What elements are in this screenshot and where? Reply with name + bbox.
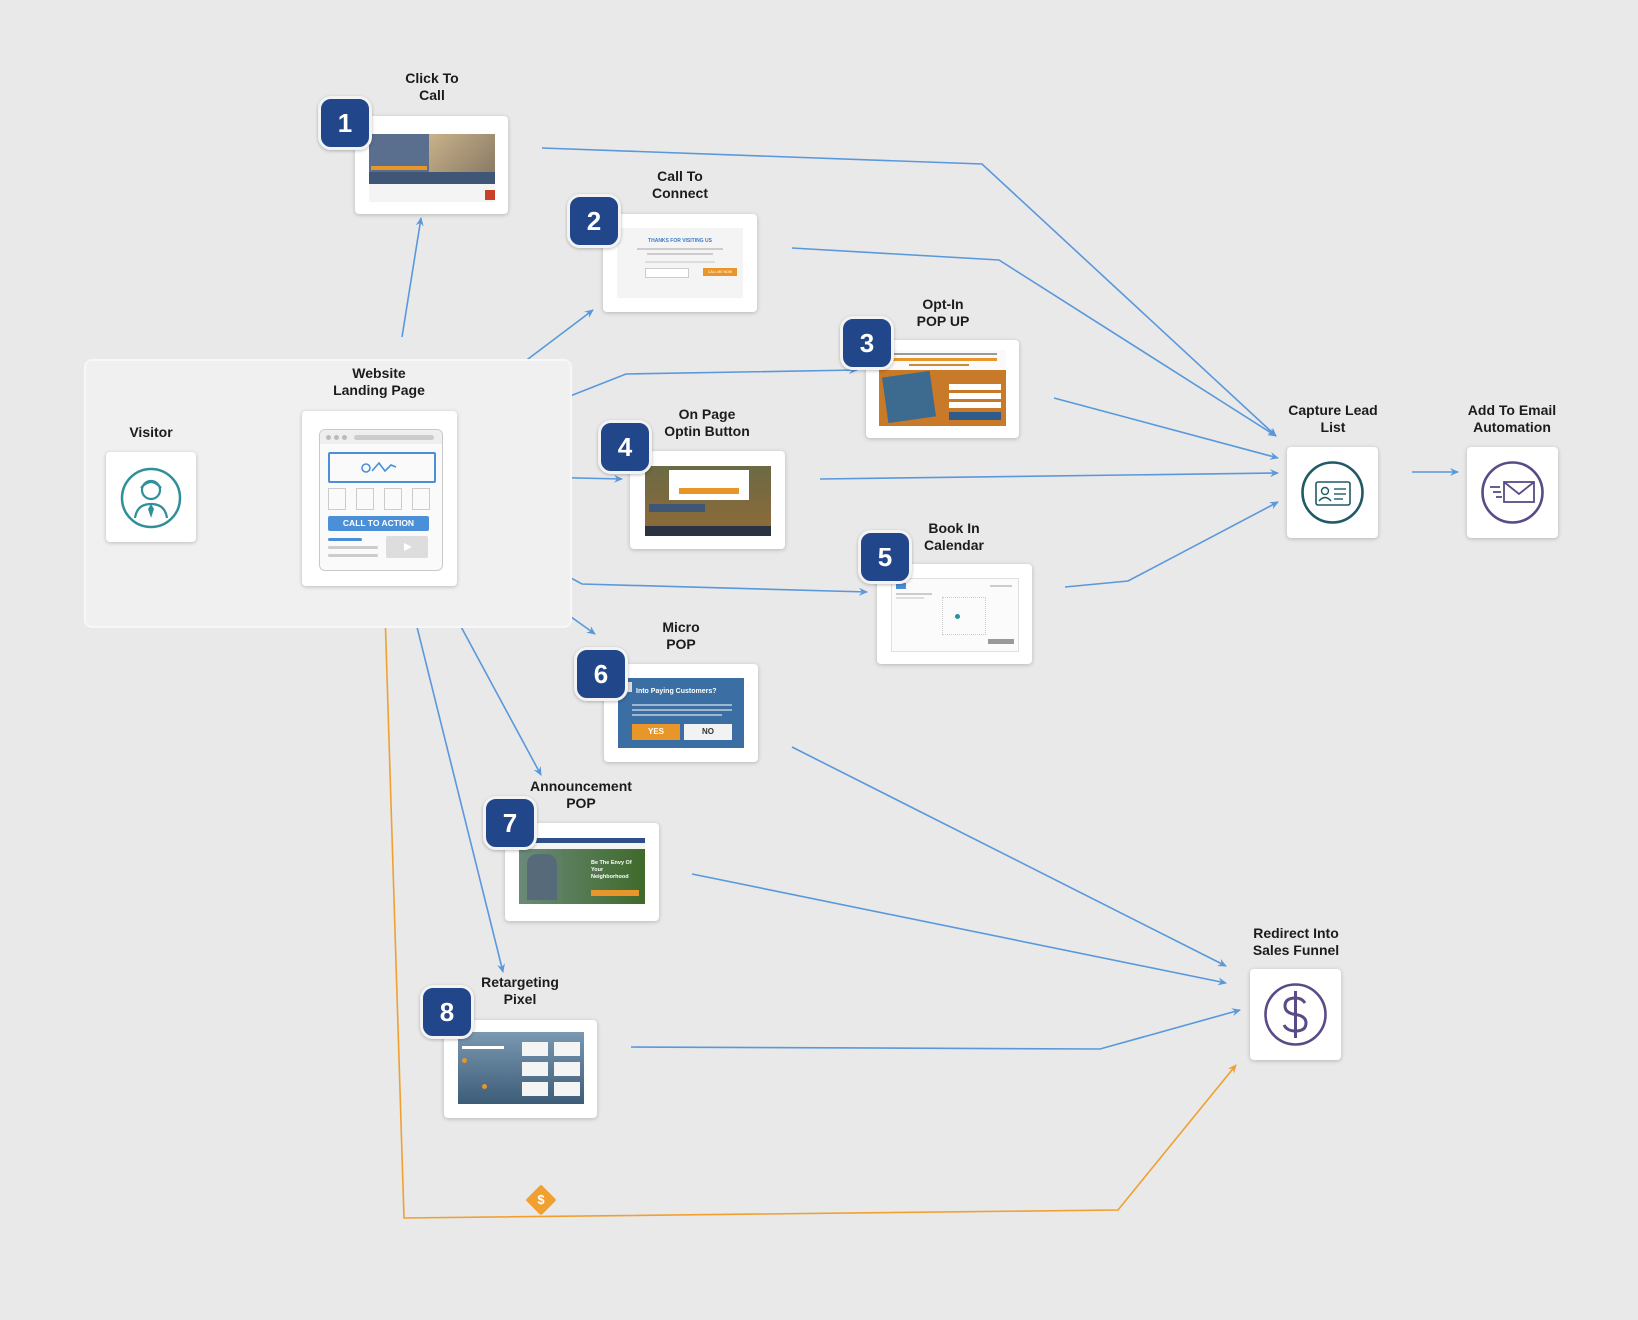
- capture-lead-label: Capture Lead List: [1288, 402, 1378, 435]
- edge-step3-to-capture: [1053, 397, 1279, 460]
- step-6-label: Micro POP: [662, 619, 700, 652]
- step-7-label: Announcement POP: [530, 778, 632, 811]
- edge-step5-to-capture: [1064, 501, 1279, 588]
- edge-landing-to-step8: [412, 610, 505, 973]
- announcement-heading: Be The Envy Of Your Neighborhood: [591, 860, 632, 880]
- landing-page-node[interactable]: CALL TO ACTION: [302, 411, 457, 586]
- step-1-click-to-call-card[interactable]: [355, 116, 508, 214]
- edge-step6-to-funnel: [791, 746, 1227, 967]
- visitor-node[interactable]: [106, 452, 196, 542]
- sales-funnel-node[interactable]: [1250, 969, 1341, 1060]
- call-to-action-button: CALL TO ACTION: [328, 516, 429, 531]
- step-4-label: On Page Optin Button: [664, 406, 750, 439]
- announcement-thumbnail: Be The Envy Of Your Neighborhood: [519, 838, 645, 904]
- step-8-label: Retargeting Pixel: [481, 974, 559, 1007]
- step-1-label: Click To Call: [405, 70, 459, 103]
- step-7-badge: 7: [483, 796, 537, 850]
- step-6-badge: 6: [574, 647, 628, 701]
- step-3-optin-popup-card[interactable]: [866, 340, 1019, 438]
- click-to-call-thumbnail: [369, 134, 495, 202]
- step-4-badge: 4: [598, 420, 652, 474]
- micro-pop-yes: YES: [632, 724, 680, 740]
- landing-page-icon: CALL TO ACTION: [319, 429, 443, 571]
- landing-page-label: Website Landing Page: [333, 365, 425, 398]
- step-2-badge: 2: [567, 194, 621, 248]
- capture-lead-node[interactable]: [1287, 447, 1378, 538]
- edge-step8-to-funnel: [630, 1008, 1241, 1050]
- retargeting-thumbnail: [458, 1032, 584, 1104]
- call-to-connect-button: CALL ME NOW: [703, 268, 737, 276]
- sales-funnel-label: Redirect Into Sales Funnel: [1252, 925, 1340, 958]
- pixel-dollar-label: $: [537, 1192, 545, 1207]
- call-to-connect-thumbnail: THANKS FOR VISITING US CALL ME NOW: [617, 228, 743, 298]
- step-1-badge: 1: [318, 96, 372, 150]
- email-automation-node[interactable]: [1467, 447, 1558, 538]
- calendar-thumbnail: [891, 578, 1019, 652]
- micro-pop-thumbnail: Into Paying Customers? YES NO: [618, 678, 744, 748]
- step-3-label: Opt-In POP UP: [916, 296, 970, 329]
- step-8-badge: 8: [420, 985, 474, 1039]
- step-4-onpage-optin-card[interactable]: [630, 451, 785, 549]
- onpage-optin-thumbnail: [645, 466, 771, 536]
- step-5-book-calendar-card[interactable]: [877, 564, 1032, 664]
- micro-pop-heading: Into Paying Customers?: [636, 688, 717, 695]
- step-7-announcement-pop-card[interactable]: Be The Envy Of Your Neighborhood: [505, 823, 659, 921]
- edge-step4-to-capture: [819, 469, 1279, 480]
- edge-pixel-to-funnel: [384, 611, 1237, 1219]
- step-6-micro-pop-card[interactable]: Into Paying Customers? YES NO: [604, 664, 758, 762]
- dollar-icon: [1264, 983, 1327, 1046]
- contact-card-icon: [1301, 461, 1364, 524]
- edge-step2-to-capture: [791, 247, 1277, 437]
- envelope-icon: [1481, 461, 1544, 524]
- step-5-label: Book In Calendar: [924, 520, 984, 553]
- visitor-label: Visitor: [129, 424, 173, 440]
- edge-step1-to-capture: [541, 147, 1277, 437]
- edge-landing-to-step1: [401, 217, 424, 338]
- step-8-retargeting-pixel-card[interactable]: [444, 1020, 597, 1118]
- micro-pop-no: NO: [684, 724, 732, 740]
- optin-popup-thumbnail: [879, 350, 1006, 426]
- step-5-badge: 5: [858, 530, 912, 584]
- call-to-connect-heading: THANKS FOR VISITING US: [648, 238, 712, 244]
- step-3-badge: 3: [840, 316, 894, 370]
- edge-landing-to-step7: [451, 609, 542, 776]
- edge-step7-to-funnel: [691, 873, 1227, 986]
- email-automation-label: Add To Email Automation: [1467, 402, 1557, 435]
- person-icon: [120, 467, 182, 529]
- step-2-label: Call To Connect: [652, 168, 708, 201]
- step-2-call-to-connect-card[interactable]: THANKS FOR VISITING US CALL ME NOW: [603, 214, 757, 312]
